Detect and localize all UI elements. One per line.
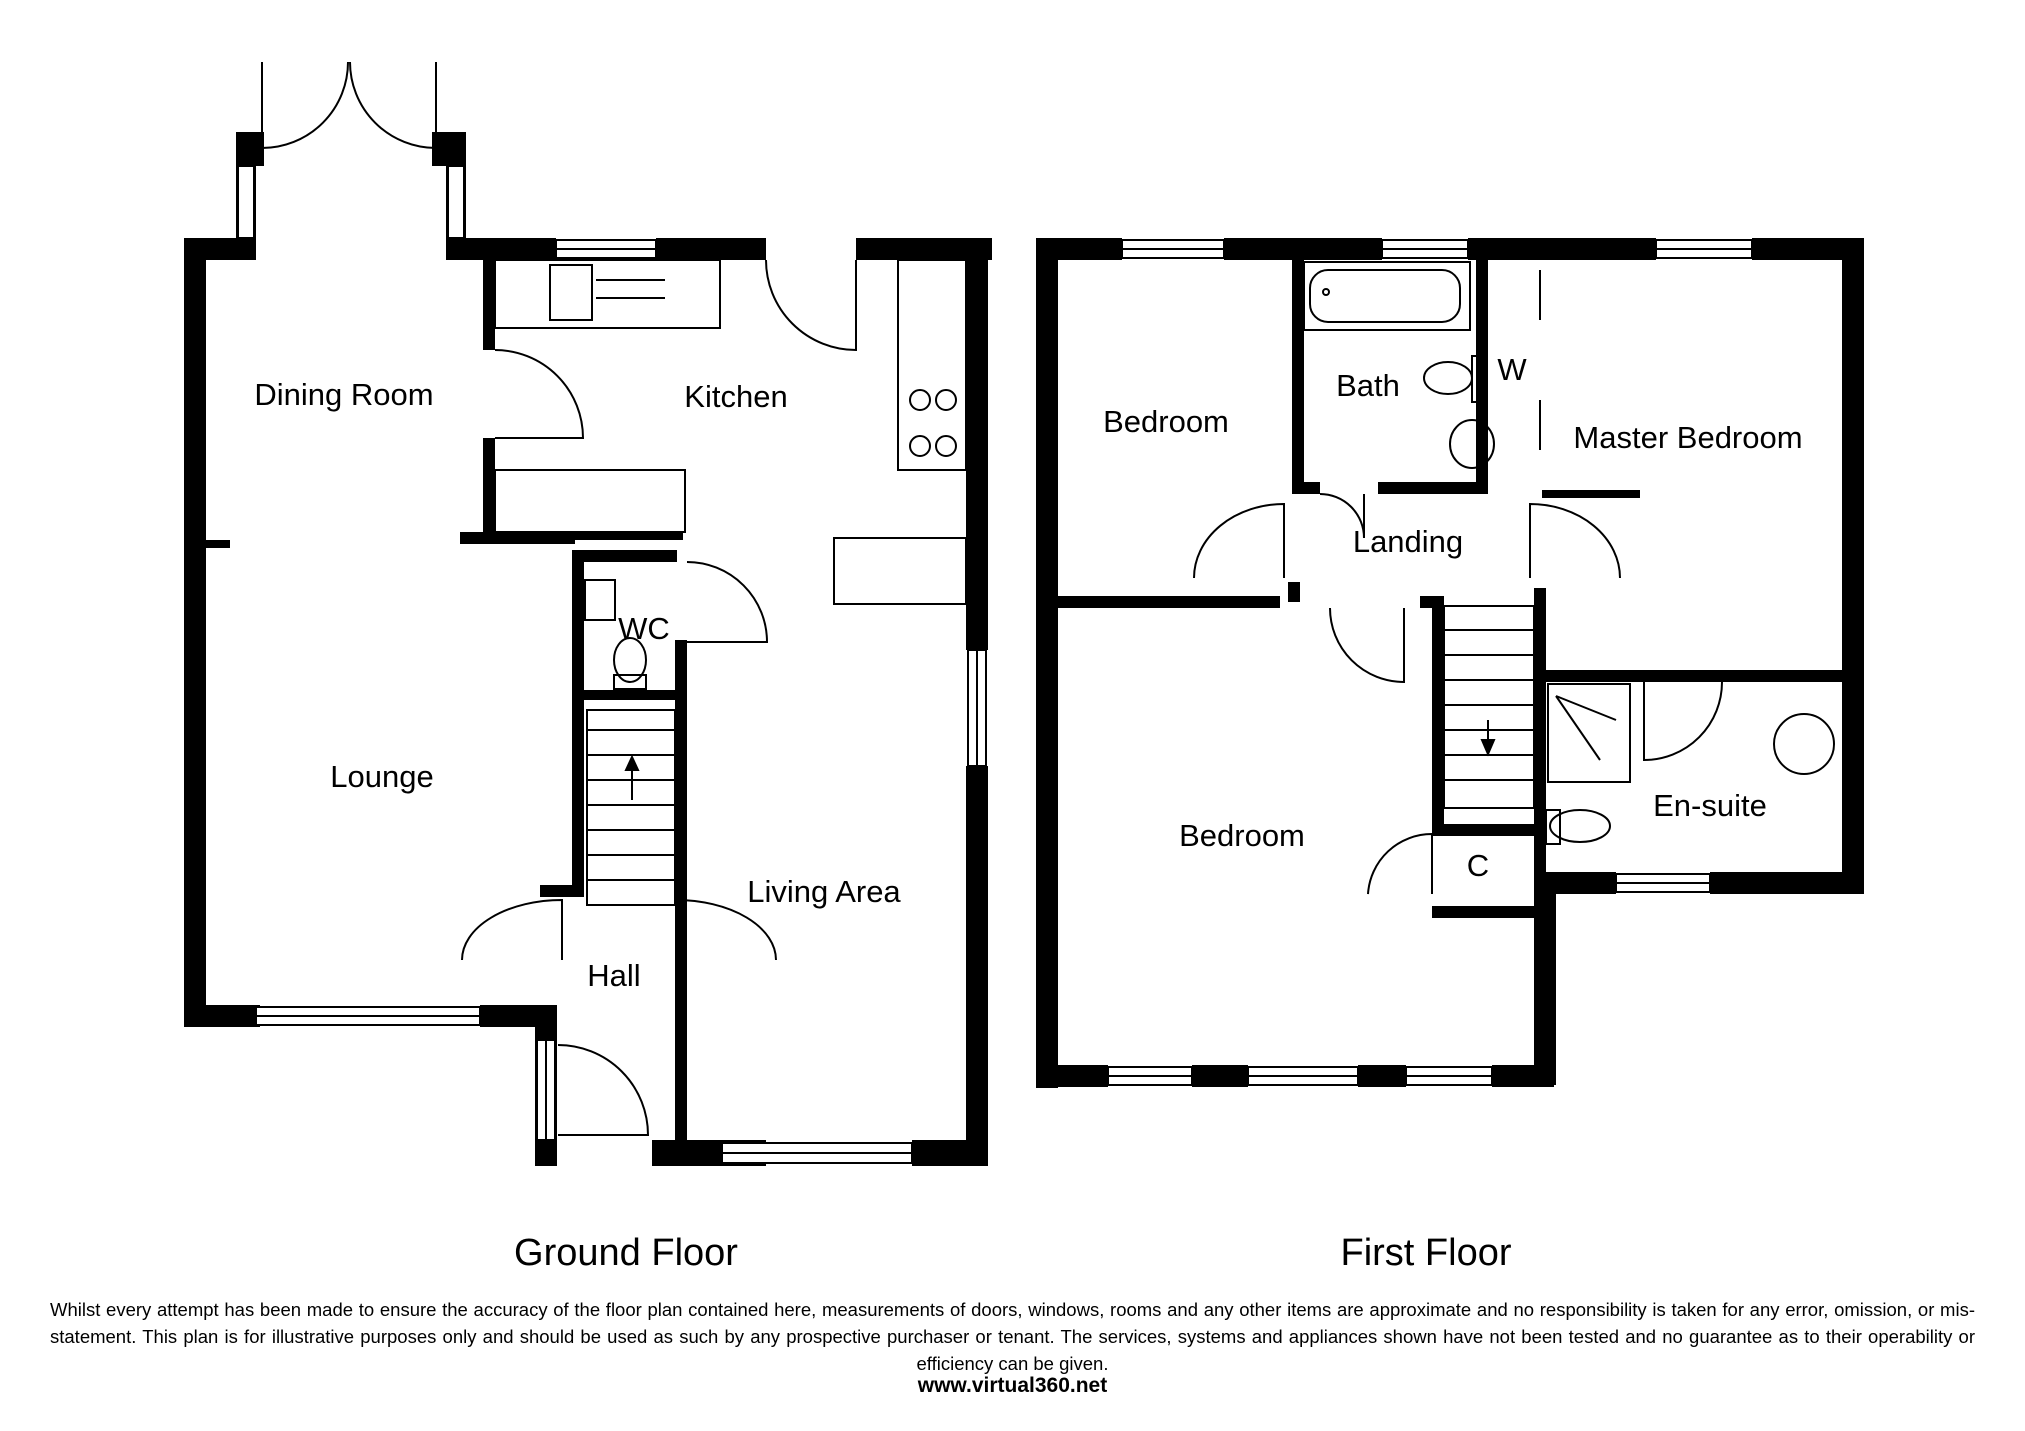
room-label-hall: Hall <box>587 958 640 993</box>
ground-floor-fixtures <box>494 259 967 906</box>
ground-floor-windows <box>237 165 987 1164</box>
first-floor-windows <box>1107 239 1753 1086</box>
room-label-kitchen: Kitchen <box>684 379 787 414</box>
room-label-cupboard: C <box>1467 848 1489 883</box>
first-floor-doors <box>1193 493 1723 895</box>
first-floor-labels: Bedroom Bath W Master Bedroom Landing Be… <box>1103 352 1802 1274</box>
room-label-landing: Landing <box>1353 524 1463 559</box>
first-floor-walls <box>1036 238 1864 1088</box>
room-label-bedroom-rear: Bedroom <box>1179 818 1305 853</box>
room-label-wc: WC <box>618 611 670 646</box>
ground-floor-doors <box>261 61 857 1136</box>
first-floor-fixtures <box>1303 261 1835 845</box>
disclaimer-text: Whilst every attempt has been made to en… <box>50 1299 1975 1374</box>
floor-title-first: First Floor <box>1341 1232 1512 1274</box>
ground-floor-labels: Dining Room Kitchen WC Lounge Living Are… <box>254 377 901 1274</box>
room-label-dining-room: Dining Room <box>254 377 433 412</box>
floor-title-ground: Ground Floor <box>514 1232 738 1274</box>
room-label-bath: Bath <box>1336 368 1400 403</box>
room-label-lounge: Lounge <box>330 759 433 794</box>
ground-floor-plan: Dining Room Kitchen WC Lounge Living Are… <box>184 61 992 1274</box>
room-label-en-suite: En-suite <box>1653 788 1767 823</box>
room-label-wardrobe: W <box>1497 352 1527 387</box>
room-label-bedroom-front: Bedroom <box>1103 404 1229 439</box>
room-label-master-bedroom: Master Bedroom <box>1573 420 1802 455</box>
website-url: www.virtual360.net <box>917 1374 1108 1397</box>
first-floor-plan: Bedroom Bath W Master Bedroom Landing Be… <box>1036 238 1864 1274</box>
room-label-living-area: Living Area <box>747 874 901 909</box>
